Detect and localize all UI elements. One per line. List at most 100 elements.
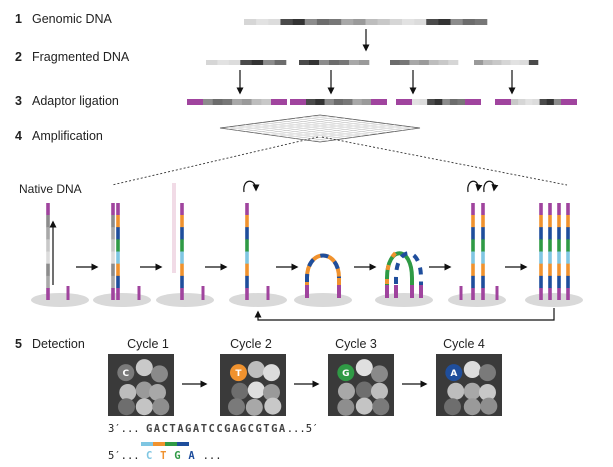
dna-segment	[419, 60, 430, 65]
dna-segment	[525, 99, 533, 105]
cluster-spot	[370, 365, 388, 383]
dna-segment	[228, 60, 241, 65]
cluster-spot	[119, 383, 137, 401]
strand-segment	[557, 227, 561, 240]
strand-segment	[116, 275, 120, 289]
cluster-spot	[231, 382, 249, 400]
strand-segment	[116, 227, 120, 240]
dna-segment	[409, 60, 420, 65]
primer-stub	[66, 286, 70, 300]
dna-segment	[428, 60, 439, 65]
flow-cell-spot	[375, 293, 433, 307]
fragmented-dna	[206, 60, 539, 65]
cluster-spot	[463, 382, 481, 400]
primer-stub	[266, 286, 270, 300]
cluster-spot	[135, 398, 153, 416]
zoom-line-right	[321, 136, 568, 186]
strand-adaptor	[471, 288, 475, 300]
strand-segment	[566, 275, 570, 289]
cluster-spot	[149, 383, 166, 401]
dna-segment	[434, 99, 443, 105]
dna-segment	[333, 99, 344, 105]
strand-segment	[116, 215, 120, 228]
read-strand: 5′... C T G A ...	[108, 450, 222, 462]
strand-segment	[180, 263, 184, 277]
cluster-spot	[245, 398, 263, 416]
cycle-2-base-label: T	[235, 369, 242, 379]
dna-segment	[427, 99, 436, 105]
dna-segment	[353, 19, 366, 25]
dna-segment	[390, 60, 401, 65]
adaptor-ligated-fragments	[187, 99, 577, 105]
signal-spot-lit	[445, 364, 463, 382]
strand-segment	[548, 263, 552, 277]
cycle-4-base-label: A	[450, 369, 457, 379]
adaptor-left	[396, 99, 412, 105]
dna-segment	[426, 19, 439, 25]
signal-spot-lit	[229, 364, 247, 382]
dna-segment	[518, 99, 526, 105]
cluster-spot	[478, 364, 496, 382]
strand-segment	[557, 251, 561, 264]
primer-stub	[137, 286, 141, 300]
bridge-strand	[385, 251, 414, 298]
cycle-return-arrow	[254, 308, 555, 321]
adaptor-left	[495, 99, 511, 105]
dna-segment	[352, 99, 363, 105]
fold-arrow-icon	[467, 180, 483, 193]
dna-segment	[280, 19, 293, 25]
cluster-spot	[262, 383, 280, 401]
dna-segment	[438, 19, 451, 25]
strand-segment	[111, 263, 115, 277]
cycle-3-base-label: G	[342, 369, 349, 379]
strand-segment	[548, 239, 552, 252]
dna-segment	[309, 60, 320, 65]
read-base-bar	[177, 442, 189, 446]
strand-segment	[471, 263, 475, 277]
strand-adaptor	[471, 203, 475, 215]
strand-segment	[180, 215, 184, 228]
strand-adaptor	[548, 203, 552, 215]
strand-segment	[539, 251, 543, 264]
dna-segment	[343, 99, 353, 105]
primer-stub	[201, 286, 205, 300]
adaptor-left	[290, 99, 306, 105]
flow-arrows	[236, 29, 516, 95]
strand-adaptor	[557, 203, 561, 215]
strand-segment	[481, 239, 485, 252]
flow-cell-spot	[525, 293, 583, 307]
native-dna-label: Native DNA	[19, 182, 82, 196]
dna-segment	[256, 19, 269, 25]
cluster-spot	[228, 398, 245, 416]
strand-adaptor	[111, 203, 115, 215]
strand-segment	[46, 251, 50, 264]
strand-segment	[180, 227, 184, 240]
grid-line	[311, 115, 412, 130]
primer-stub	[459, 286, 463, 300]
dna-segment	[474, 19, 488, 25]
strand-segment	[566, 215, 570, 228]
strand-segment	[481, 251, 485, 264]
strand-segment	[548, 275, 552, 289]
cluster-spot	[337, 382, 355, 400]
dna-segment	[316, 19, 330, 25]
cycle-1-base-label: C	[123, 369, 130, 379]
fold-arrow-icon	[243, 180, 260, 193]
read-suffix: ...	[202, 450, 222, 462]
strand-segment	[539, 215, 543, 228]
cluster-spot	[264, 397, 282, 415]
dna-segment	[251, 99, 262, 105]
strand-segment	[539, 239, 543, 252]
dna-segment	[474, 60, 484, 65]
dna-segment	[449, 99, 458, 105]
cluster-spot	[463, 361, 481, 378]
strand-segment	[566, 227, 570, 240]
strand-adaptor	[305, 285, 309, 298]
strand-segment	[245, 263, 249, 277]
read-base-2: T	[160, 450, 168, 462]
dna-segment	[319, 60, 330, 65]
